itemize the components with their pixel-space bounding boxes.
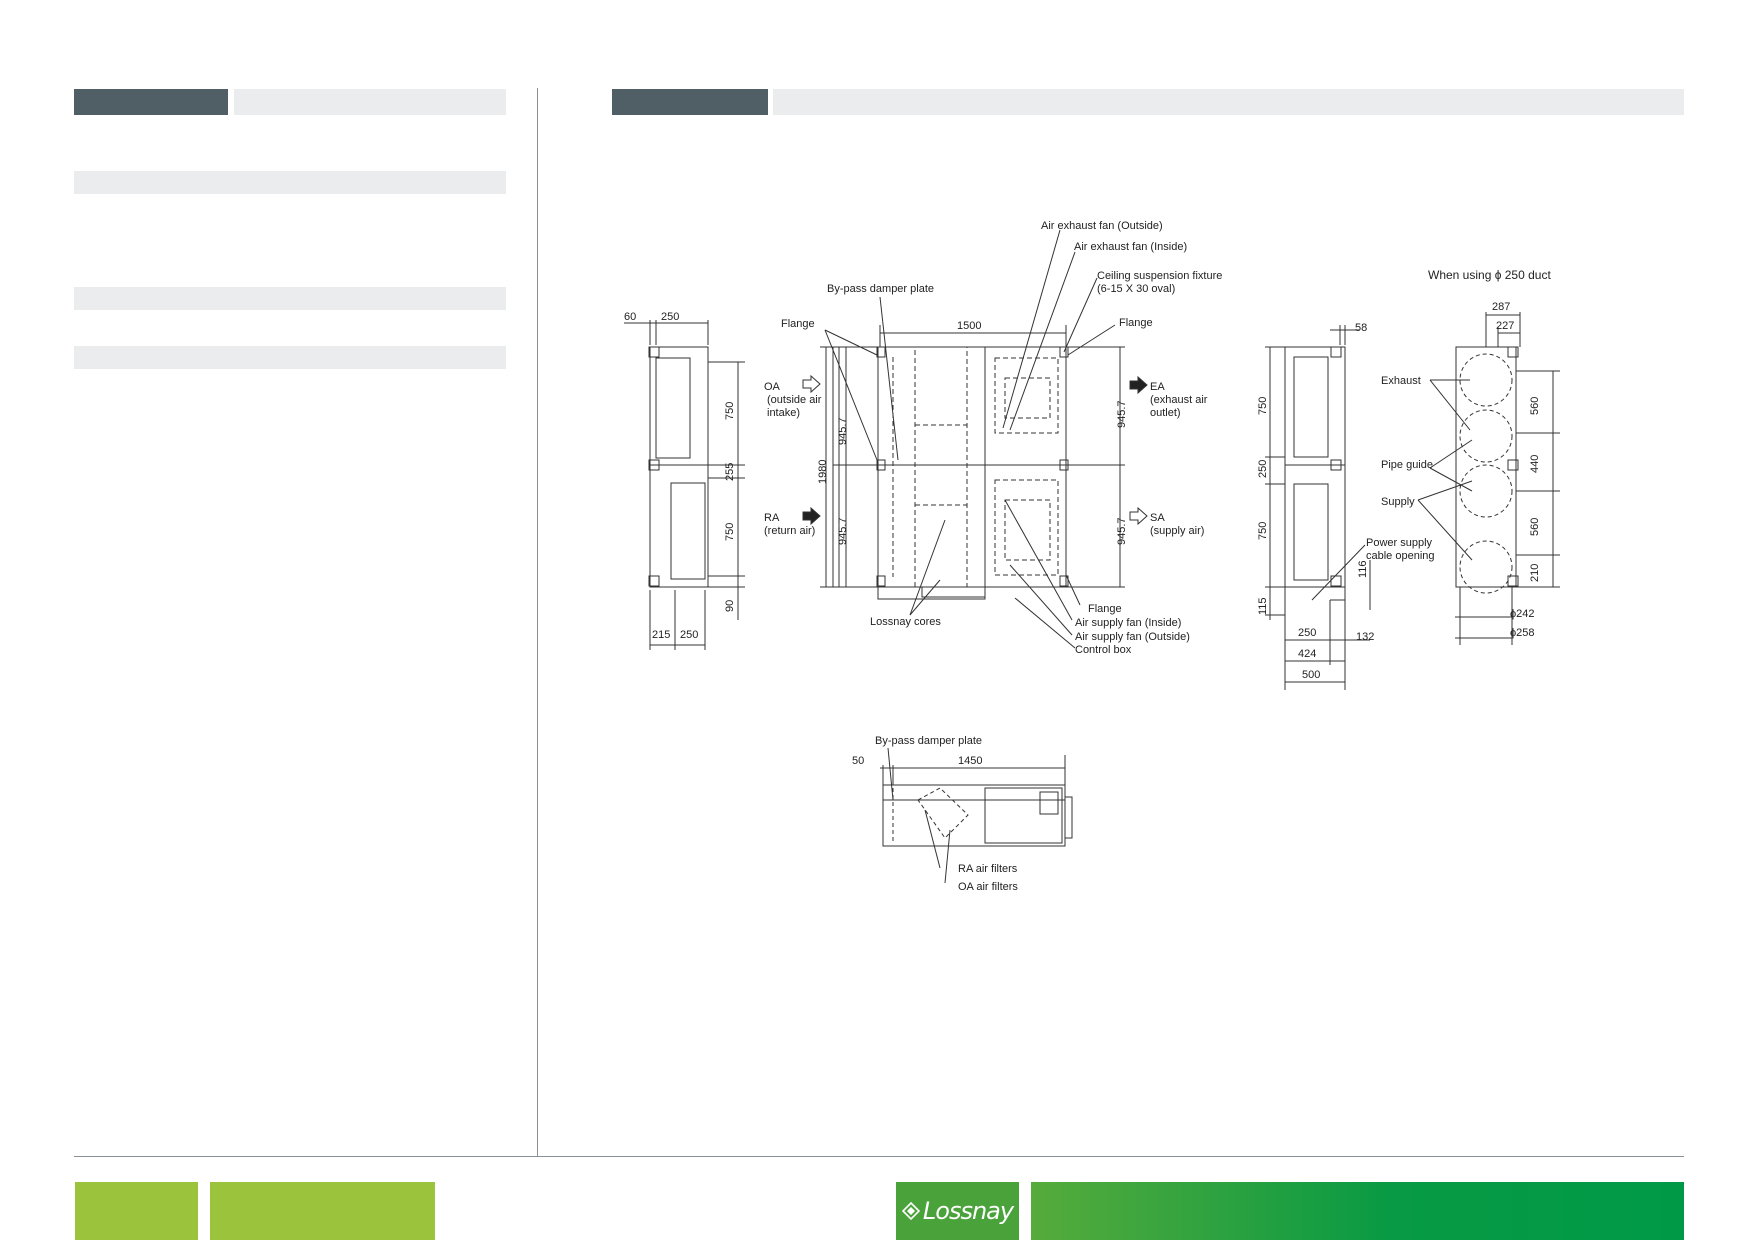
dim-right-w250: 250 [1298, 627, 1316, 639]
dim-front-left-bottom: 945.7 [837, 517, 849, 545]
label-ceiling-suspension-fixture: Ceiling suspension fixture [1097, 270, 1222, 282]
dim-left-middle: 255 [724, 463, 736, 481]
dim-right-top-offset: 58 [1355, 322, 1367, 334]
column-divider [537, 88, 538, 1156]
left-section-bar-1 [74, 171, 506, 194]
duct-view-title: When using ϕ 250 duct [1428, 268, 1551, 282]
right-header-tab [612, 89, 768, 115]
label-bypass-damper-plate: By-pass damper plate [827, 283, 934, 295]
dim-duct-phi258: ϕ258 [1510, 627, 1535, 639]
footer-gradient-bar [1031, 1182, 1684, 1240]
lossnay-logo-text: Lossnay [922, 1197, 1014, 1225]
label-ra-filters: RA air filters [958, 863, 1018, 875]
label-bottom-bypass-damper: By-pass damper plate [875, 735, 982, 747]
label-ra: RA [764, 512, 780, 524]
dim-left-bottom-width: 250 [680, 629, 698, 641]
dim-right-w132: 132 [1356, 631, 1374, 643]
label-flange-right: Flange [1119, 317, 1153, 329]
left-header-tab [74, 89, 228, 115]
right-side-upper-opening [1293, 356, 1329, 458]
dim-duct-287: 287 [1492, 301, 1510, 313]
label-supply: Supply [1381, 496, 1415, 508]
footer-divider [74, 1156, 1684, 1157]
label-air-supply-fan-inside: Air supply fan (Inside) [1075, 617, 1181, 629]
dim-front-height: 1980 [817, 460, 829, 484]
dim-bottom-offset: 50 [852, 755, 864, 767]
front-view-body [832, 346, 1067, 588]
label-oa-desc1: (outside air [767, 394, 822, 406]
right-header-bar [773, 89, 1684, 115]
label-exhaust: Exhaust [1381, 375, 1421, 387]
dim-right-middle: 250 [1257, 460, 1269, 478]
dim-left-bottom-offset: 215 [652, 629, 670, 641]
dim-front-right-top: 945.7 [1116, 400, 1128, 428]
label-power-supply1: Power supply [1366, 537, 1433, 549]
label-oa-desc2: intake) [767, 407, 800, 419]
dim-right-bottom: 115 [1257, 597, 1269, 615]
footer-block-2 [210, 1182, 435, 1240]
label-power-supply2: cable opening [1366, 550, 1435, 562]
dim-right-upper: 750 [1257, 397, 1269, 415]
label-ea-desc1: (exhaust air [1150, 394, 1208, 406]
footer-block-1 [75, 1182, 198, 1240]
dim-left-lower-opening: 750 [724, 523, 736, 541]
right-side-lower-opening [1293, 483, 1329, 581]
label-sa: SA [1150, 512, 1165, 524]
dim-left-top-width: 250 [661, 311, 679, 323]
label-control-box: Control box [1075, 644, 1132, 656]
dim-bottom-width: 1450 [958, 755, 982, 767]
label-oa: OA [764, 381, 781, 393]
label-oa-filters: OA air filters [958, 881, 1018, 893]
lossnay-logo-icon [901, 1201, 921, 1221]
label-flange-left: Flange [781, 318, 815, 330]
label-ceiling-suspension-spec: (6-15 X 30 oval) [1097, 283, 1175, 295]
label-air-exhaust-fan-outside: Air exhaust fan (Outside) [1041, 220, 1163, 232]
left-side-upper-opening [655, 357, 691, 459]
right-side-body [1284, 346, 1346, 588]
left-section-bar-3 [74, 346, 506, 369]
dim-left-top-offset: 60 [624, 311, 636, 323]
dim-right-w500: 500 [1302, 669, 1320, 681]
dim-left-bottom: 90 [724, 600, 736, 612]
label-sa-desc: (supply air) [1150, 525, 1204, 537]
bottom-view-body [882, 784, 1066, 847]
dim-left-upper-opening: 750 [724, 402, 736, 420]
label-air-supply-fan-outside: Air supply fan (Outside) [1075, 631, 1190, 643]
dim-right-lower: 750 [1257, 522, 1269, 540]
dim-duct-560b: 560 [1529, 518, 1541, 536]
dim-duct-210: 210 [1529, 564, 1541, 582]
dim-duct-440: 440 [1529, 455, 1541, 473]
dim-front-width: 1500 [957, 320, 981, 332]
left-side-body [649, 346, 709, 588]
label-ra-desc: (return air) [764, 525, 815, 537]
left-side-lower-opening [670, 482, 706, 580]
dim-duct-phi242: ϕ242 [1510, 608, 1535, 620]
label-ea-desc2: outlet) [1150, 407, 1181, 419]
dim-front-left-top: 945.7 [837, 417, 849, 445]
left-header-bar [234, 89, 506, 115]
footer-logo-block: Lossnay [896, 1182, 1019, 1240]
left-section-bar-2 [74, 287, 506, 310]
dim-front-right-bottom: 945.7 [1116, 517, 1128, 545]
dim-duct-227: 227 [1496, 320, 1514, 332]
dim-right-w424: 424 [1298, 648, 1316, 660]
label-ea: EA [1150, 381, 1165, 393]
dim-right-small: 116 [1357, 560, 1369, 578]
label-air-exhaust-fan-inside: Air exhaust fan (Inside) [1074, 241, 1187, 253]
label-pipe-guide: Pipe guide [1381, 459, 1433, 471]
dim-duct-560a: 560 [1529, 397, 1541, 415]
label-flange-bottom: Flange [1088, 603, 1122, 615]
label-lossnay-cores: Lossnay cores [870, 616, 941, 628]
